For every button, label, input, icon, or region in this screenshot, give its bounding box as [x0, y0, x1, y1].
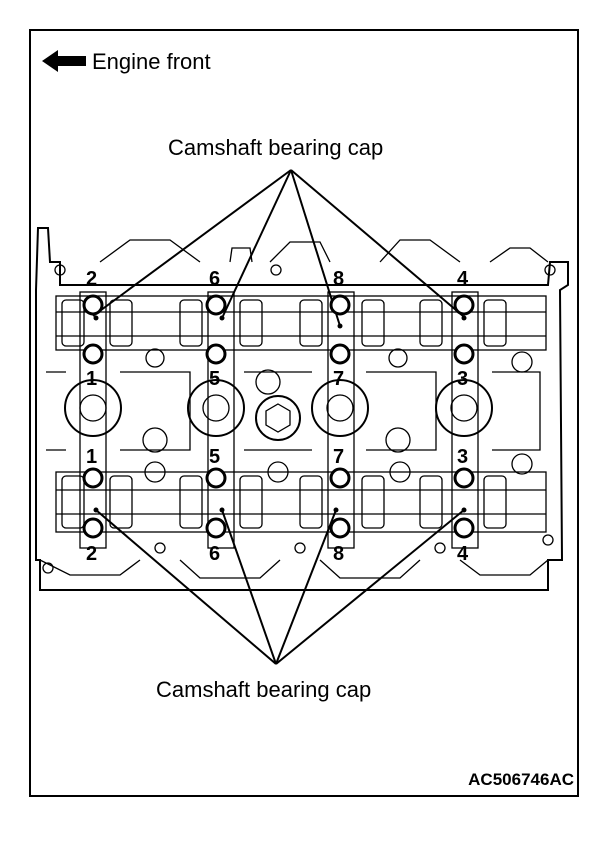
camshaft-bearing-cap-label-top: Camshaft bearing cap — [168, 135, 383, 160]
bolt-number-5-upper: 5 — [209, 368, 220, 390]
bolt-number-6-top: 6 — [209, 268, 220, 290]
bolt-number-2-bottom: 2 — [86, 543, 97, 565]
camshaft-bearing-cap-label-bottom: Camshaft bearing cap — [156, 677, 371, 702]
leader-lines-top — [92, 169, 464, 327]
bolt-number-2-top: 2 — [86, 268, 97, 290]
leader-lines-bottom — [95, 509, 465, 665]
figure-border — [29, 29, 579, 797]
bolt-number-3-lower: 3 — [457, 446, 468, 468]
bolt-number-6-bottom: 6 — [209, 543, 220, 565]
bolt-number-4-bottom: 4 — [457, 543, 469, 565]
figure-code: AC506746AC — [468, 770, 574, 789]
bolt-number-7-upper: 7 — [333, 368, 344, 390]
bolt-number-4-top: 4 — [457, 268, 469, 290]
bolt-number-7-lower: 7 — [333, 446, 344, 468]
bolt-number-3-upper: 3 — [457, 368, 468, 390]
bolt-number-8-bottom: 8 — [333, 543, 344, 565]
cylinder-head-body — [35, 227, 569, 591]
bolt-number-1-upper: 1 — [86, 368, 97, 390]
engine-front-label: Engine front — [92, 49, 211, 74]
bolt-number-1-lower: 1 — [86, 446, 97, 468]
bolt-number-5-lower: 5 — [209, 446, 220, 468]
engine-front-arrow-icon — [42, 50, 86, 72]
bolt-number-8-top: 8 — [333, 268, 344, 290]
bearing-cap-bolts — [82, 294, 475, 539]
